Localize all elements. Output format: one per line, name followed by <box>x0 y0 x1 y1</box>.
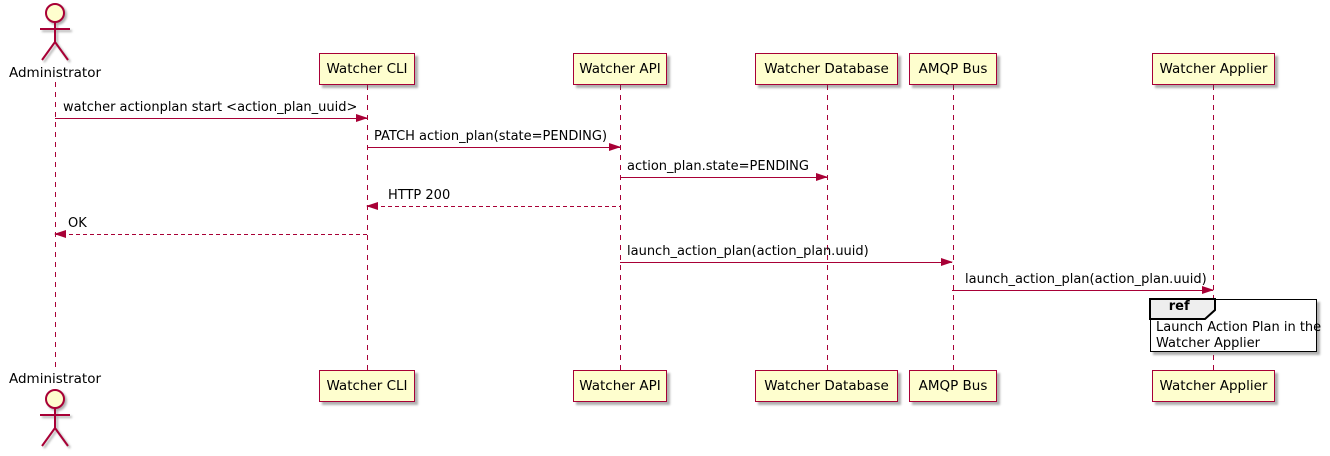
participant-label: Watcher Applier <box>1159 61 1268 77</box>
ref-tab: ref <box>1149 298 1217 321</box>
participant-box-watcher-api-bottom: Watcher API <box>573 370 667 402</box>
message-label: action_plan.state=PENDING <box>627 159 809 174</box>
arrowhead <box>609 142 621 151</box>
arrowhead <box>1202 285 1214 294</box>
arrow-line <box>55 234 367 235</box>
participant-label: Watcher API <box>579 61 661 77</box>
arrowhead <box>54 229 66 238</box>
lifeline-amqp-bus <box>952 85 954 370</box>
participant-label: Watcher Applier <box>1159 378 1268 394</box>
arrow-line <box>620 177 827 178</box>
message-http-200: HTTP 200 <box>366 188 620 210</box>
message-actionplan-start: watcher actionplan start <action_plan_uu… <box>55 100 368 122</box>
participant-box-watcher-api-top: Watcher API <box>573 53 667 85</box>
participant-box-watcher-cli-bottom: Watcher CLI <box>319 370 415 402</box>
ref-text-line-2: Watcher Applier <box>1156 336 1260 351</box>
participant-box-watcher-applier-top: Watcher Applier <box>1152 53 1275 85</box>
participant-box-watcher-cli-top: Watcher CLI <box>319 53 415 85</box>
arrowhead <box>941 257 953 266</box>
actor-icon <box>40 389 70 447</box>
lifeline-watcher-api <box>619 85 621 370</box>
participant-box-amqp-bus-top: AMQP Bus <box>909 53 997 85</box>
message-label: HTTP 200 <box>388 188 451 203</box>
arrow-line <box>367 147 620 148</box>
participant-label: Watcher Database <box>764 378 889 394</box>
participant-box-watcher-database-top: Watcher Database <box>755 53 898 85</box>
message-launch-action-plan-applier: launch_action_plan(action_plan.uuid) <box>952 272 1214 294</box>
message-ok: OK <box>54 216 367 238</box>
message-launch-action-plan-bus: launch_action_plan(action_plan.uuid) <box>620 244 953 266</box>
arrow-line <box>55 118 367 119</box>
participant-label: Watcher CLI <box>326 61 408 77</box>
participant-box-watcher-database-bottom: Watcher Database <box>755 370 898 402</box>
ref-text-line-1: Launch Action Plan in the <box>1156 320 1322 335</box>
actor-icon <box>40 3 70 61</box>
arrowhead <box>356 113 368 122</box>
message-patch-action-plan: PATCH action_plan(state=PENDING) <box>367 129 621 151</box>
message-label: launch_action_plan(action_plan.uuid) <box>965 272 1207 287</box>
ref-text: Launch Action Plan in the Watcher Applie… <box>1156 320 1321 352</box>
message-label: watcher actionplan start <action_plan_uu… <box>63 100 358 115</box>
lifeline-watcher-database <box>826 85 828 370</box>
message-label: OK <box>68 216 87 231</box>
message-action-plan-state: action_plan.state=PENDING <box>620 159 828 181</box>
arrowhead <box>816 172 828 181</box>
actor-label-bottom: Administrator <box>8 371 102 387</box>
arrow-line <box>952 290 1213 291</box>
lifeline-administrator <box>54 82 56 370</box>
ref-keyword: ref <box>1168 299 1190 315</box>
actor-label-top: Administrator <box>8 65 102 81</box>
arrow-line <box>620 262 952 263</box>
participant-box-amqp-bus-bottom: AMQP Bus <box>909 370 997 402</box>
message-label: launch_action_plan(action_plan.uuid) <box>627 244 869 259</box>
lifeline-watcher-cli <box>366 85 368 370</box>
lifeline-watcher-applier <box>1213 85 1214 370</box>
participant-label: AMQP Bus <box>918 378 988 394</box>
participant-label: Watcher Database <box>764 61 889 77</box>
participant-label: Watcher API <box>579 378 661 394</box>
arrowhead <box>366 201 378 210</box>
participant-box-watcher-applier-bottom: Watcher Applier <box>1152 370 1275 402</box>
participant-label: AMQP Bus <box>918 61 988 77</box>
message-label: PATCH action_plan(state=PENDING) <box>374 129 608 144</box>
participant-label: Watcher CLI <box>326 378 408 394</box>
ref-fragment: ref Launch Action Plan in the Watcher Ap… <box>1149 298 1321 352</box>
ref-tab-shape <box>1149 298 1217 321</box>
arrow-line <box>367 206 620 207</box>
